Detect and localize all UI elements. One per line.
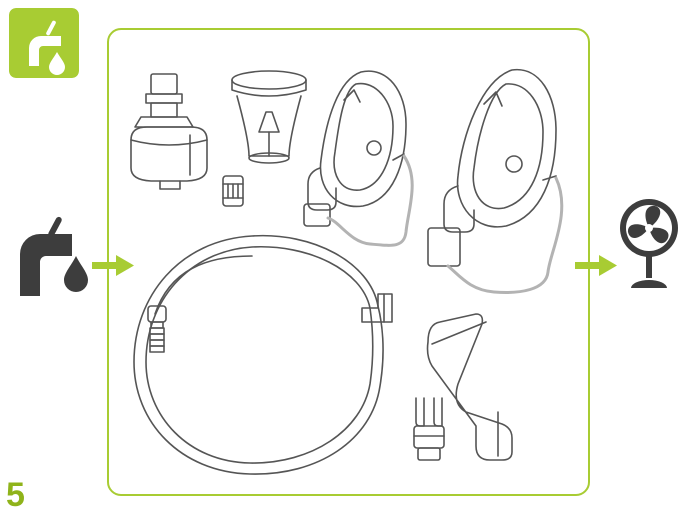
filter-cartridge — [223, 176, 243, 206]
output-arrow-icon — [575, 255, 617, 276]
mouthpiece — [428, 314, 513, 460]
input-arrow-icon — [92, 255, 134, 276]
parts-illustration — [0, 0, 682, 501]
step-number: 5 — [6, 478, 25, 512]
mask-child-tube — [448, 178, 562, 292]
nasal-adapter — [414, 398, 444, 460]
faucet-with-drop-icon — [20, 216, 88, 296]
air-tubing — [134, 236, 383, 474]
fan-icon — [620, 199, 678, 288]
face-mask-adult — [304, 71, 406, 226]
medication-cup — [232, 71, 306, 163]
nebulizer-connector — [131, 74, 207, 189]
face-mask-child — [428, 70, 556, 266]
